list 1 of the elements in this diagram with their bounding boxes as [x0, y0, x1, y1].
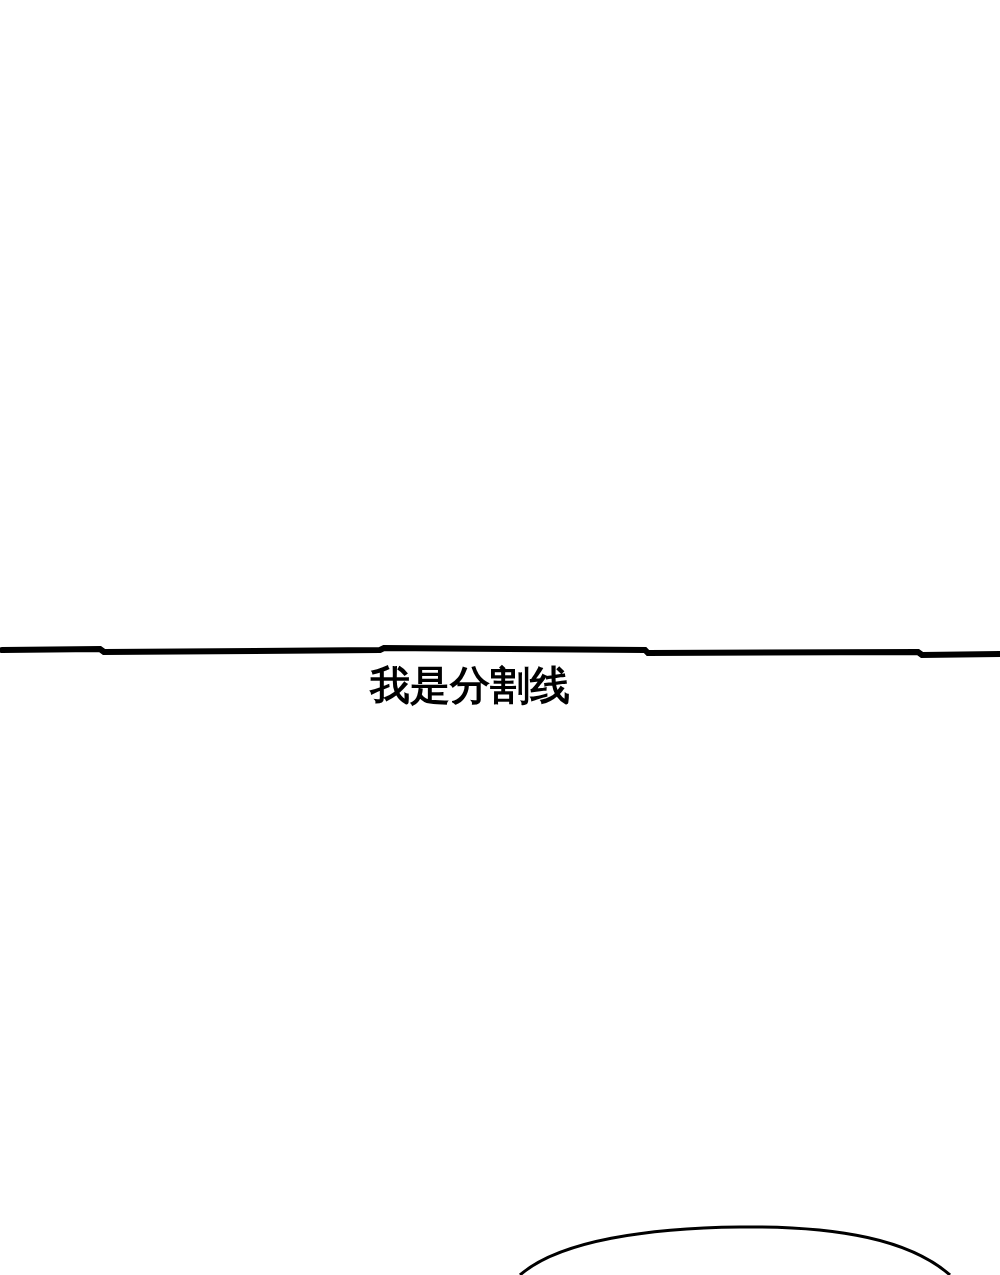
divider-text: 我是分割线 [368, 661, 571, 710]
